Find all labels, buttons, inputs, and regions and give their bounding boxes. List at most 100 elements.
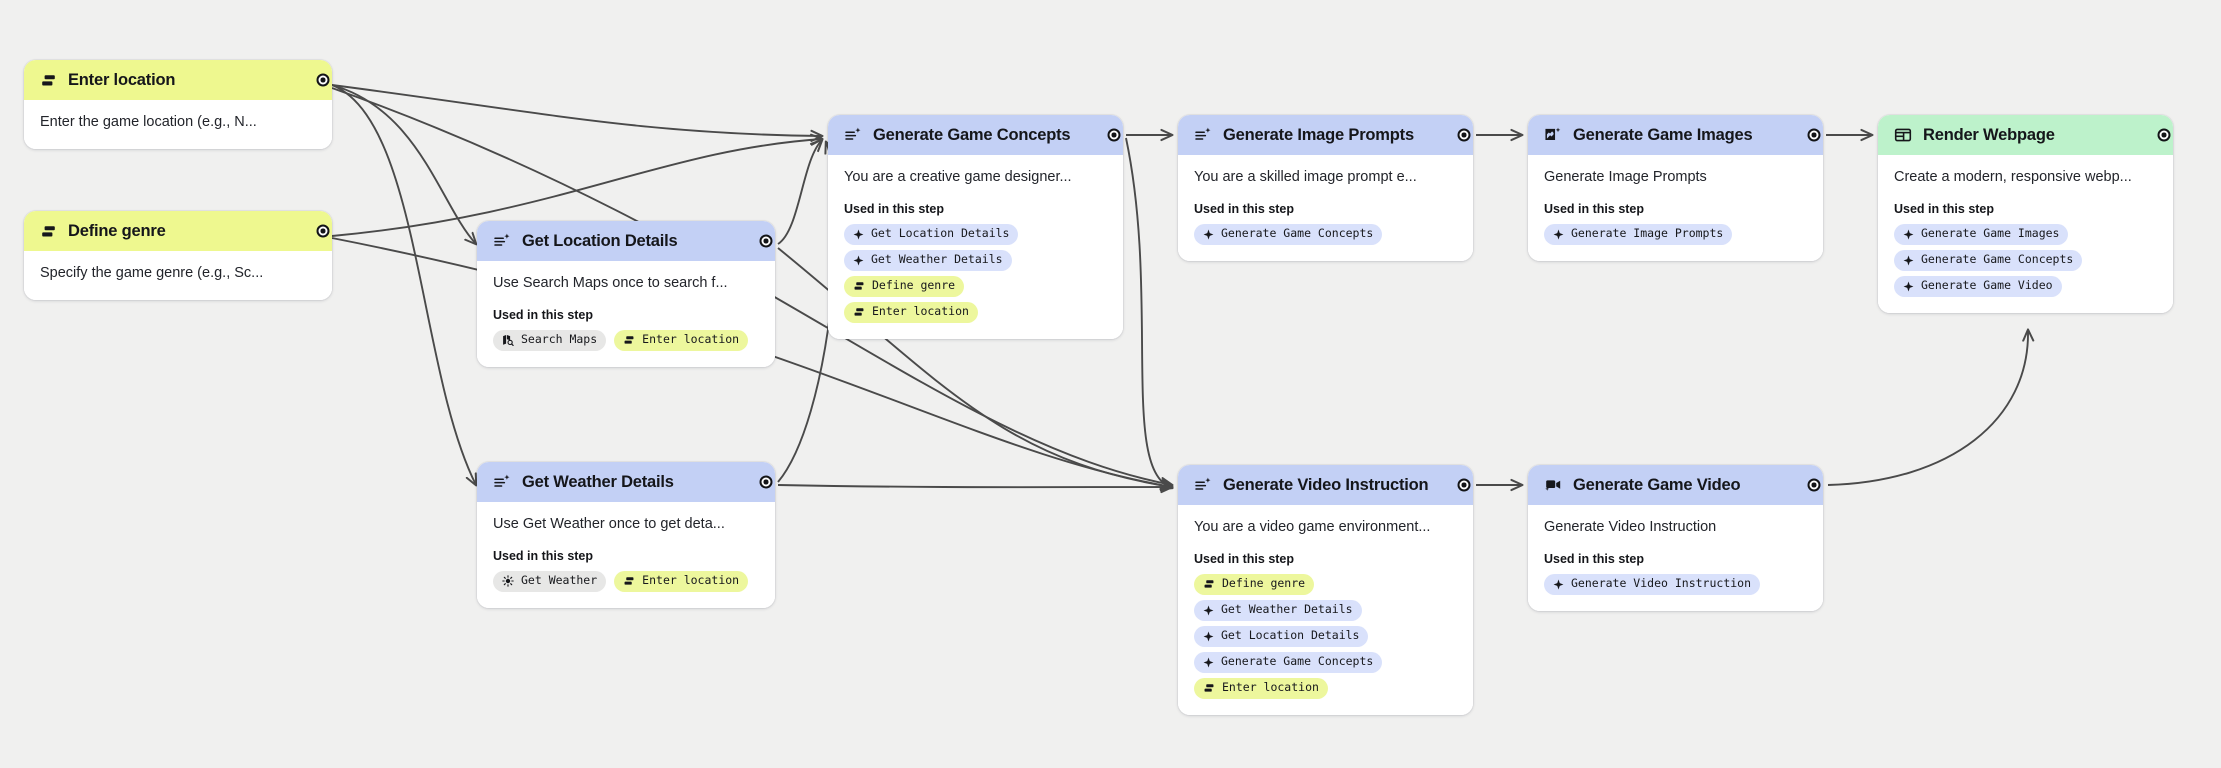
chip-generate-image-prompts[interactable]: Generate Image Prompts (1544, 223, 1733, 245)
chip-enter-location[interactable]: Enter location (614, 570, 749, 592)
node-title: Generate Video Instruction (1223, 475, 1429, 494)
sparkle-icon (1203, 631, 1214, 642)
used-in-step-label: Used in this step (1194, 201, 1295, 216)
chip-label: Generate Image Prompts (1571, 226, 1724, 241)
chip-enter-location[interactable]: Enter location (614, 329, 749, 351)
output-port[interactable] (1807, 128, 1821, 142)
chip-label: Get Location Details (1221, 628, 1360, 643)
used-in-step-label: Used in this step (1544, 551, 1645, 566)
chip-search-maps[interactable]: Search Maps (493, 329, 607, 351)
node-generate-game-concepts[interactable]: Generate Game Concepts You are a creativ… (828, 115, 1123, 339)
form-input-icon (623, 575, 635, 587)
node-title: Get Weather Details (522, 472, 674, 491)
output-port[interactable] (759, 475, 773, 489)
sparkle-icon (1903, 281, 1914, 292)
chip-label: Define genre (872, 278, 956, 293)
node-title: Generate Game Video (1573, 475, 1741, 494)
chip-enter-location[interactable]: Enter location (1194, 677, 1328, 699)
chip-list: Generate Video Instruction (1544, 573, 1807, 595)
chip-get-weather[interactable]: Get Weather (493, 570, 607, 592)
output-port[interactable] (1807, 478, 1821, 492)
node-header: Generate Image Prompts (1178, 115, 1473, 155)
edge-enter-location-to-get-weather-details (331, 84, 476, 485)
output-port[interactable] (316, 73, 330, 87)
output-port[interactable] (1457, 128, 1471, 142)
used-in-step-label: Used in this step (844, 201, 945, 216)
form-input-icon (853, 280, 865, 292)
sparkle-icon (853, 229, 864, 240)
node-description: You are a video game environment... (1194, 519, 1431, 535)
output-port[interactable] (1107, 128, 1121, 142)
node-description: Generate Video Instruction (1544, 519, 1717, 535)
node-description: Generate Image Prompts (1544, 169, 1707, 185)
chip-list: Generate Image Prompts (1544, 223, 1807, 245)
node-description: Enter the game location (e.g., N... (40, 114, 257, 130)
node-generate-video-instruction[interactable]: Generate Video Instruction You are a vid… (1178, 465, 1473, 715)
node-header: Enter location (24, 60, 332, 100)
node-render-webpage[interactable]: Render Webpage Create a modern, responsi… (1878, 115, 2173, 313)
node-generate-game-video[interactable]: Generate Game Video Generate Video Instr… (1528, 465, 1823, 611)
node-body: Generate Image Prompts Used in this step… (1528, 155, 1823, 261)
node-title: Render Webpage (1923, 125, 2055, 144)
node-body: You are a video game environment... Used… (1178, 505, 1473, 715)
node-header: Render Webpage (1878, 115, 2173, 155)
edge-enter-location-to-generate-game-concepts (331, 84, 822, 136)
node-description: Use Get Weather once to get deta... (493, 516, 725, 532)
chip-generate-game-concepts[interactable]: Generate Game Concepts (1194, 223, 1383, 245)
chip-list: Get Weather Enter location (493, 570, 759, 592)
node-generate-game-images[interactable]: Generate Game Images Generate Image Prom… (1528, 115, 1823, 261)
sparkle-icon (1203, 657, 1214, 668)
output-port[interactable] (759, 234, 773, 248)
chip-generate-video-instruction[interactable]: Generate Video Instruction (1544, 573, 1761, 595)
node-header: Get Location Details (477, 221, 775, 261)
chip-define-genre[interactable]: Define genre (1194, 573, 1315, 595)
node-body: You are a creative game designer... Used… (828, 155, 1123, 339)
node-header: Generate Game Concepts (828, 115, 1123, 155)
chip-label: Generate Game Images (1921, 226, 2060, 241)
used-in-step-label: Used in this step (493, 307, 594, 322)
chip-label: Generate Game Concepts (1921, 252, 2074, 267)
chip-define-genre[interactable]: Define genre (844, 275, 965, 297)
sparkle-icon (1203, 605, 1214, 616)
sparkle-icon (1203, 229, 1214, 240)
node-generate-image-prompts[interactable]: Generate Image Prompts You are a skilled… (1178, 115, 1473, 261)
node-get-weather-details[interactable]: Get Weather Details Use Get Weather once… (477, 462, 775, 608)
ai-video-icon (1544, 476, 1562, 494)
chip-label: Get Weather Details (1221, 602, 1353, 617)
chip-generate-game-concepts[interactable]: Generate Game Concepts (1194, 651, 1383, 673)
chip-generate-game-images[interactable]: Generate Game Images (1894, 223, 2069, 245)
node-body: Create a modern, responsive webp... Used… (1878, 155, 2173, 313)
ai-text-icon (1194, 126, 1212, 144)
output-port[interactable] (316, 224, 330, 238)
ai-text-icon (493, 473, 511, 491)
node-title: Generate Game Images (1573, 125, 1753, 144)
used-in-step-label: Used in this step (1194, 551, 1295, 566)
node-body: You are a skilled image prompt e... Used… (1178, 155, 1473, 261)
output-port[interactable] (1457, 478, 1471, 492)
chip-generate-game-concepts[interactable]: Generate Game Concepts (1894, 249, 2083, 271)
edge-get-location-details-to-generate-game-concepts (777, 140, 822, 245)
browser-layout-icon (1894, 126, 1912, 144)
edge-get-weather-details-to-generate-video-instruction (777, 485, 1172, 487)
sparkle-icon (1903, 255, 1914, 266)
chip-get-weather-details[interactable]: Get Weather Details (844, 249, 1012, 271)
node-get-location-details[interactable]: Get Location Details Use Search Maps onc… (477, 221, 775, 367)
node-title: Define genre (68, 221, 166, 240)
node-description: You are a creative game designer... (844, 169, 1072, 185)
node-body: Enter the game location (e.g., N... (24, 100, 332, 149)
chip-get-weather-details[interactable]: Get Weather Details (1194, 599, 1362, 621)
chip-label: Define genre (1222, 576, 1306, 591)
chip-list: Generate Game Images Generate Game Conce… (1894, 223, 2157, 297)
chip-get-location-details[interactable]: Get Location Details (1194, 625, 1369, 647)
node-define-genre[interactable]: Define genre Specify the game genre (e.g… (24, 211, 332, 300)
chip-enter-location[interactable]: Enter location (844, 301, 978, 323)
node-title: Get Location Details (522, 231, 678, 250)
chip-get-location-details[interactable]: Get Location Details (844, 223, 1019, 245)
output-port[interactable] (2157, 128, 2171, 142)
node-title: Generate Game Concepts (873, 125, 1071, 144)
chip-generate-game-video[interactable]: Generate Game Video (1894, 275, 2062, 297)
chip-label: Get Weather (521, 573, 598, 588)
node-enter-location[interactable]: Enter location Enter the game location (… (24, 60, 332, 149)
ai-text-icon (493, 232, 511, 250)
